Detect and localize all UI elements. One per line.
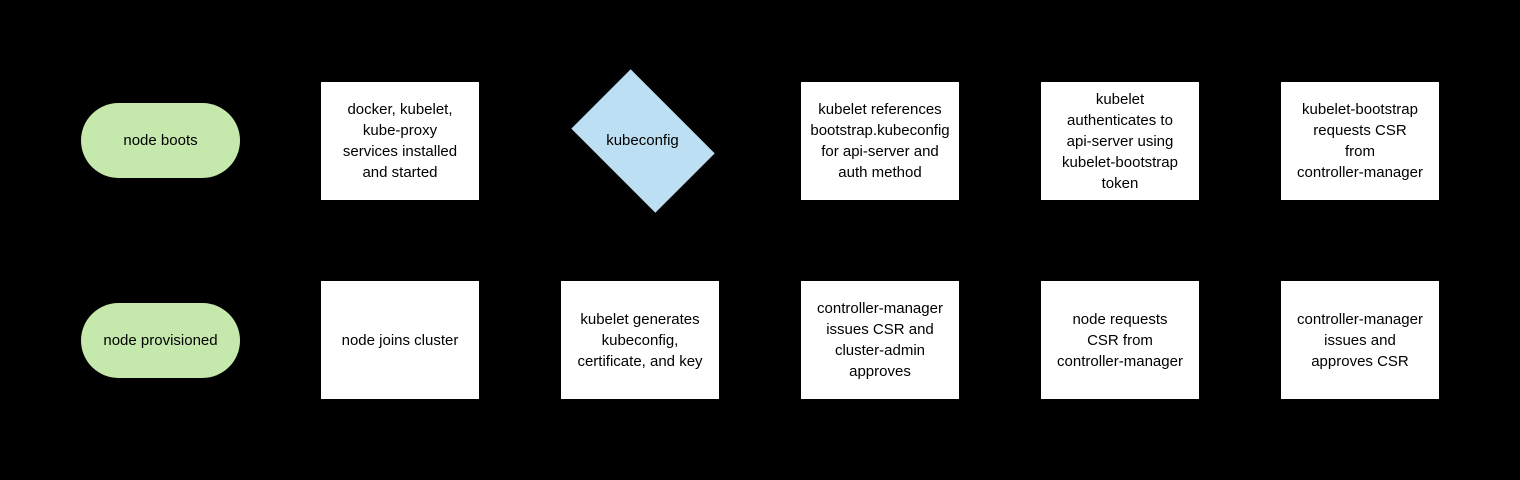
flow-node-cm-issues-approves: controller-manager issues and approves C… bbox=[1281, 281, 1439, 399]
flow-node-services-installed: docker, kubelet, kube-proxy services ins… bbox=[321, 82, 479, 200]
flow-node-label: node provisioned bbox=[103, 332, 218, 349]
flow-node-label: kubelet references bootstrap.kubeconfig … bbox=[810, 101, 950, 181]
flow-node-label: kubelet generates kubeconfig, certificat… bbox=[577, 310, 703, 370]
flow-node-bootstrap-requests-csr: kubelet-bootstrap requests CSR from cont… bbox=[1281, 82, 1439, 200]
flow-node-label: docker, kubelet, kube-proxy services ins… bbox=[342, 101, 458, 181]
flow-node-kubelet-authenticates: kubelet authenticates to api-server usin… bbox=[1041, 82, 1199, 200]
flow-node-cm-issues-csr: controller-manager issues CSR and cluste… bbox=[801, 281, 959, 399]
flow-node-kubelet-references-bootstrap: kubelet references bootstrap.kubeconfig … bbox=[801, 82, 959, 200]
flow-node-label: controller-manager issues CSR and cluste… bbox=[817, 300, 943, 380]
flow-node-label: kubeconfig bbox=[606, 132, 679, 149]
flow-node-label: node joins cluster bbox=[341, 331, 459, 349]
flow-node-label: kubelet-bootstrap requests CSR from cont… bbox=[1297, 101, 1423, 181]
flow-node-kubeconfig-decision: kubeconfig bbox=[563, 68, 722, 213]
flow-node-label: controller-manager issues and approves C… bbox=[1297, 310, 1423, 370]
flow-node-node-joins-cluster: node joins cluster bbox=[321, 281, 479, 399]
flow-node-label: kubelet authenticates to api-server usin… bbox=[1062, 90, 1178, 192]
flow-node-label: node requests CSR from controller-manage… bbox=[1057, 310, 1183, 370]
flow-node-node-provisioned: node provisioned bbox=[81, 303, 240, 378]
flow-node-node-boots: node boots bbox=[81, 103, 240, 178]
flow-node-node-requests-csr: node requests CSR from controller-manage… bbox=[1041, 281, 1199, 399]
flow-node-kubelet-generates: kubelet generates kubeconfig, certificat… bbox=[561, 281, 719, 399]
flow-node-label: node boots bbox=[123, 132, 198, 149]
